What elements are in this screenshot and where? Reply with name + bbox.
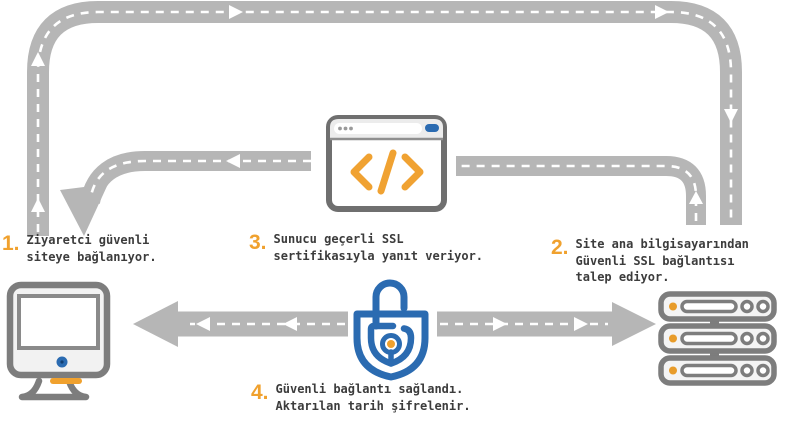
step-4-text: Aktarılan tarih şifrelenir. <box>275 398 471 413</box>
browser-pill-icon <box>425 124 439 132</box>
step-2-text: talep ediyor. <box>575 270 670 284</box>
server-unit <box>658 323 777 354</box>
secure-link-arrow-left <box>133 301 348 347</box>
server-led-icon <box>669 302 677 311</box>
arrowhead-down-icon <box>724 109 738 123</box>
step-2-text: Site ana bilgisayarından <box>575 237 749 251</box>
arrowhead-right-icon <box>655 5 669 19</box>
browser-window-icon <box>326 115 447 212</box>
secure-link-arrow-right <box>437 302 656 346</box>
server-unit <box>658 355 777 386</box>
big-arrowhead-icon <box>133 301 178 347</box>
step-3-text: Sunucu geçerli SSL <box>273 232 404 246</box>
arrowhead-up-icon <box>689 191 703 204</box>
step-1: 1. Ziyaretci güvenli siteye bağlanıyor. <box>2 232 157 265</box>
browser-dot-icon <box>338 126 342 131</box>
step-1-number: 1. <box>2 232 20 255</box>
step-2-number: 2. <box>551 236 569 259</box>
browser-dot-icon <box>343 126 348 131</box>
big-arrowhead-icon <box>612 302 656 346</box>
stand-accent-bar <box>50 378 82 384</box>
step-3-text: sertifikasıyla yanıt veriyor. <box>273 248 484 263</box>
step-3-number: 3. <box>249 231 267 254</box>
code-brackets-icon <box>350 149 424 195</box>
lock-inner-outline <box>367 322 415 367</box>
browser-dot-icon <box>349 126 353 131</box>
arrowhead-right-icon <box>229 5 243 19</box>
road-browser-to-visitor <box>60 151 311 236</box>
arrowhead-right-icon <box>493 317 507 331</box>
arrowhead-left-icon <box>196 317 210 331</box>
monitor-stand <box>18 377 90 401</box>
step-3: 3. Sunucu geçerli SSL sertifikasıyla yan… <box>249 231 483 264</box>
lock-shackle-open <box>372 279 408 330</box>
road-visitor-to-server <box>27 1 742 236</box>
server-led-icon <box>669 334 677 343</box>
arrowhead-right-icon <box>574 317 588 331</box>
address-bar <box>334 123 422 134</box>
step-1-text: siteye bağlanıyor. <box>26 249 157 264</box>
arrowhead-left-icon <box>226 154 240 168</box>
keyhole-dot <box>387 340 395 348</box>
big-arrowhead-icon <box>60 184 108 236</box>
arrowhead-left-icon <box>283 317 297 331</box>
step-2: 2. Site ana bilgisayarından Güvenli SSL … <box>551 236 749 286</box>
step-2-text: Güvenli SSL bağlantısı <box>575 253 735 268</box>
arrowhead-up-icon <box>31 52 45 66</box>
server-unit <box>658 291 777 322</box>
visitor-computer-icon <box>6 281 111 401</box>
step-4: 4. Güvenli bağlantı sağlandı. Aktarılan … <box>251 381 471 414</box>
step-4-text: Güvenli bağlantı sağlandı. <box>275 382 464 396</box>
server-led-icon <box>669 366 677 375</box>
step-4-number: 4. <box>251 381 269 404</box>
step-1-text: Ziyaretci güvenli <box>26 233 150 247</box>
ssl-padlock-icon <box>353 279 429 381</box>
road-server-to-browser <box>456 156 706 225</box>
web-server-icon <box>658 291 777 386</box>
arrowhead-up-icon <box>31 198 45 212</box>
